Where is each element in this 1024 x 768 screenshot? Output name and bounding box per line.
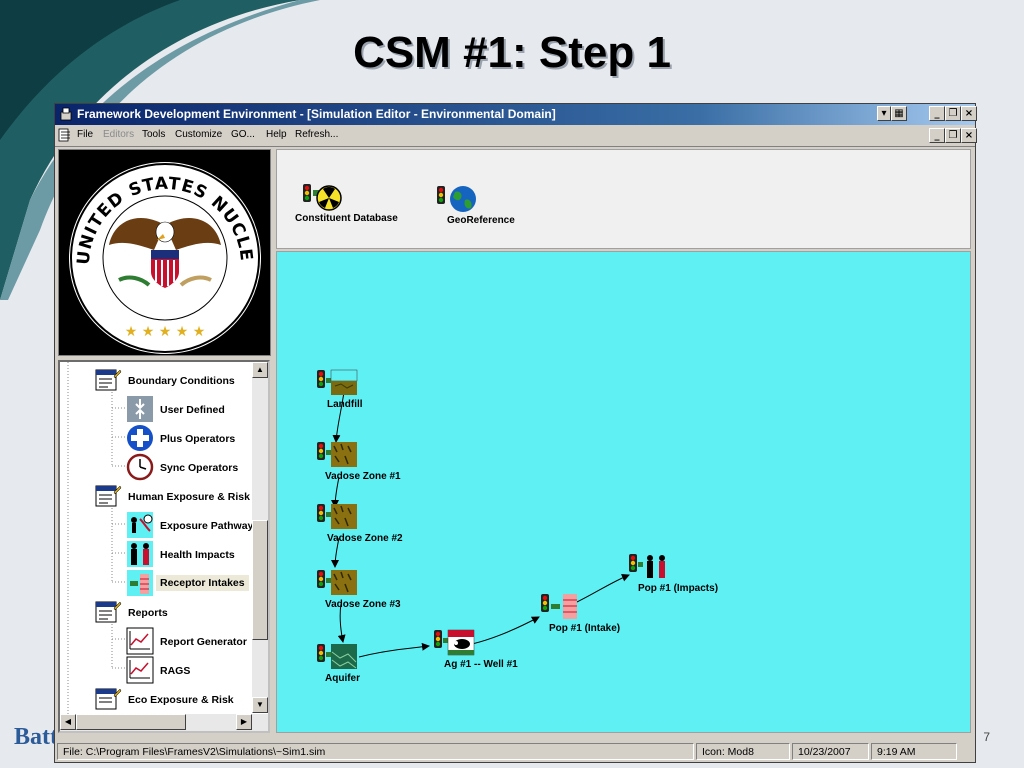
menu-customize[interactable]: Customize [175, 129, 223, 140]
aquifer-icon [317, 644, 357, 669]
canvas-node-label: Pop #1 (Impacts) [638, 583, 719, 594]
menu-go[interactable]: GO... [231, 129, 255, 140]
report-generator-icon [126, 627, 154, 655]
menu-bar: File Editors Tools Customize GO... Help … [55, 125, 977, 147]
canvas-node-label: Pop #1 (Intake) [549, 623, 621, 634]
slide-title: CSM #1: Step 1 [353, 28, 671, 77]
dropdown-arrow-button[interactable]: ▾ [877, 106, 891, 121]
status-icon-name: Icon: Mod8 [696, 743, 790, 760]
health-impacts-icon [127, 541, 153, 567]
scroll-thumb[interactable] [252, 520, 268, 640]
canvas-node-label: Vadose Zone #3 [325, 599, 401, 610]
tree-item-label: Eco Exposure & Risk [128, 694, 234, 706]
app-icon [60, 107, 72, 121]
mdi-minimize-button[interactable]: _ [929, 128, 945, 143]
minimize-button[interactable]: _ [929, 106, 945, 121]
grid-icon[interactable]: ▦ [891, 106, 907, 121]
tree-item-label: Human Exposure & Risk [128, 491, 250, 503]
module-tree-panel[interactable]: Boundary Conditions User Defined Plus Op… [58, 360, 270, 733]
tree-vertical-scrollbar[interactable]: ▲ ▼ [252, 362, 268, 713]
vadose-zone-icon [317, 504, 357, 529]
connection-arrows [331, 391, 630, 658]
restore-button[interactable]: ❐ [945, 106, 961, 121]
receptor-intakes-icon [127, 570, 153, 596]
menu-help[interactable]: Help [266, 129, 287, 140]
tree-horizontal-scrollbar[interactable]: ◀ ▶ [60, 714, 268, 731]
mdi-close-button[interactable]: × [961, 128, 977, 143]
tree-item-label: Sync Operators [160, 462, 239, 474]
user-defined-icon [127, 396, 153, 422]
status-time: 9:19 AM [871, 743, 957, 760]
impacts-icon [629, 554, 669, 579]
intake-icon [541, 594, 577, 619]
canvas-node-label: Vadose Zone #1 [325, 471, 401, 482]
scroll-right-arrow-icon[interactable]: ▶ [236, 714, 252, 730]
rags-icon [126, 656, 154, 684]
mdi-restore-button[interactable]: ❐ [945, 128, 961, 143]
reports-icon [95, 601, 122, 623]
menu-tools[interactable]: Tools [142, 129, 166, 140]
menu-editors[interactable]: Editors [103, 129, 135, 140]
globe-icon [437, 186, 476, 212]
tree-item-label: RAGS [160, 665, 191, 677]
human-exposure-icon [95, 485, 122, 507]
app-window: Framework Development Environment - [Sim… [50, 103, 977, 763]
scroll-up-arrow-icon[interactable]: ▲ [252, 362, 268, 378]
boundary-conditions-icon [95, 369, 122, 391]
toolbox-item-label: Constituent Database [295, 213, 398, 224]
tree-item-label: Health Impacts [160, 549, 235, 561]
brand-text: Batt [14, 724, 58, 750]
radiation-database-icon [303, 184, 342, 211]
landfill-icon [317, 369, 358, 395]
canvas-node-label: Ag #1 -- Well #1 [444, 659, 518, 670]
vadose-zone-icon [317, 570, 357, 595]
canvas-node-label: Landfill [327, 399, 363, 410]
tree-item-label: Exposure Pathways [160, 520, 260, 532]
toolbox-item-label: GeoReference [447, 215, 515, 226]
tree-item-label: Plus Operators [160, 433, 236, 445]
slide-page-number: 7 [983, 730, 990, 744]
clock-icon [126, 453, 154, 481]
tree-item-label: Reports [128, 607, 168, 619]
nrc-seal-logo: UNITED STATES NUCLEAR REGULATORY COMMISS… [50, 135, 261, 354]
status-date: 10/23/2007 [792, 743, 869, 760]
eco-exposure-icon [95, 688, 122, 710]
plus-operators-icon [127, 425, 153, 451]
agriculture-icon [434, 629, 475, 656]
tree-item-label: User Defined [160, 404, 225, 416]
status-bar: File: C:\Program Files\FramesV2\Simulati… [55, 740, 975, 762]
menu-file[interactable]: File [77, 129, 94, 140]
logo-panel: UNITED STATES NUCLEAR REGULATORY COMMISS… [50, 135, 271, 356]
canvas-node-label: Aquifer [325, 673, 360, 684]
close-button[interactable]: × [961, 106, 977, 121]
tree-connectors [67, 362, 126, 722]
canvas-node-label: Vadose Zone #2 [327, 533, 403, 544]
vadose-zone-icon [317, 442, 357, 467]
tree-item-label: Boundary Conditions [128, 375, 235, 387]
tree-item-label: Report Generator [160, 636, 247, 648]
svg-text:★ ★ ★ ★ ★: ★ ★ ★ ★ ★ [125, 324, 206, 340]
scroll-left-arrow-icon[interactable]: ◀ [60, 714, 76, 730]
simulation-canvas[interactable]: Landfill Vadose Zone #1 Vadose Zone #2 [276, 251, 971, 733]
window-titlebar[interactable]: Framework Development Environment - [Sim… [55, 104, 977, 125]
scroll-down-arrow-icon[interactable]: ▼ [252, 697, 268, 713]
global-modules-toolbox: Constituent Database GeoReference [276, 149, 971, 249]
menu-refresh[interactable]: Refresh... [295, 129, 339, 140]
hscroll-thumb[interactable] [76, 714, 186, 730]
status-file-path: File: C:\Program Files\FramesV2\Simulati… [57, 743, 694, 760]
exposure-pathways-icon [127, 512, 153, 538]
window-title: Framework Development Environment - [Sim… [77, 107, 556, 121]
tree-item-label: Receptor Intakes [156, 575, 249, 591]
document-icon [58, 128, 70, 142]
